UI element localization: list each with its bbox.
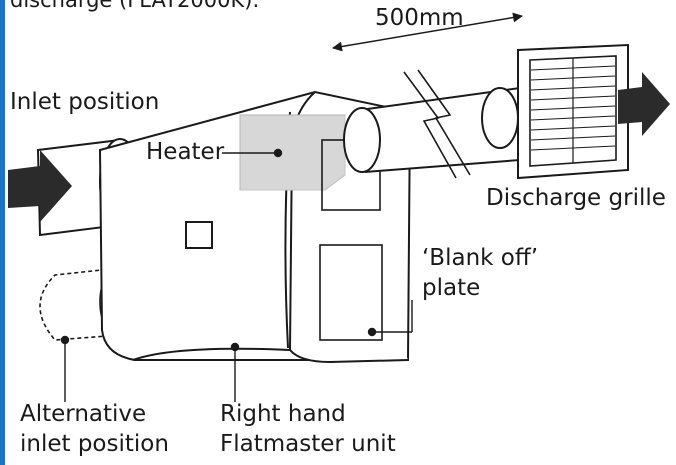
alternative-inlet-label-line1: Alternative <box>20 401 147 427</box>
access-panel-square <box>185 221 213 249</box>
left-accent-bar <box>0 0 5 465</box>
dimension-arrow <box>332 12 523 52</box>
blank-off-label-line2: plate <box>422 275 481 301</box>
inlet-position-label: Inlet position <box>10 89 160 115</box>
heater-label: Heater <box>146 139 225 165</box>
unit-label-line1: Right hand <box>220 401 346 427</box>
inlet-airflow-arrow <box>8 150 72 222</box>
intro-text-fragment: discharge (FLAT2000K). <box>10 0 260 12</box>
unit-label-line2: Flatmaster unit <box>220 431 396 457</box>
discharge-airflow-arrow <box>618 72 670 136</box>
blank-off-label-line1: ‘Blank off’ <box>422 245 539 271</box>
leader-lines <box>60 148 413 402</box>
discharge-grille-label: Discharge grille <box>486 185 666 211</box>
alternative-inlet-label-line2: inlet position <box>20 431 169 457</box>
blank-off-plate <box>319 244 383 341</box>
dimension-label: 500mm <box>375 5 464 31</box>
discharge-grille <box>517 43 629 180</box>
discharge-duct <box>343 69 521 179</box>
